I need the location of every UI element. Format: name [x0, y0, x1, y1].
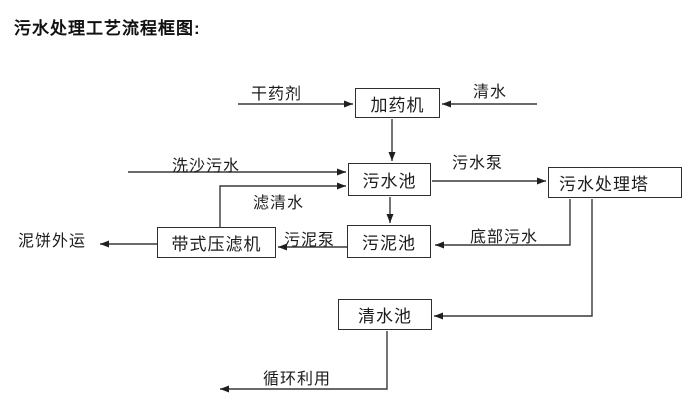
- node-belt-filter-press-label: 带式压滤机: [171, 235, 262, 254]
- edge-recycle-out: [220, 331, 388, 393]
- node-sewage-pool: 污水池: [348, 163, 431, 196]
- flow-label-sludge-pump: 污泥泵: [284, 232, 336, 249]
- edge-bottom-sewage-to-sludge-pool: [435, 199, 571, 249]
- flow-label-sand-wash-sewage: 洗沙污水: [172, 158, 241, 175]
- node-dosing-machine-label: 加药机: [370, 95, 425, 115]
- edge-tower-to-clean-pool: [434, 199, 593, 320]
- node-sewage-pool-label: 污水池: [362, 172, 417, 191]
- node-clean-water-pool: 清水池: [338, 299, 432, 330]
- node-belt-filter-press: 带式压滤机: [157, 227, 276, 258]
- flow-label-sewage-pump: 污水泵: [452, 155, 504, 172]
- flow-label-recycle-use: 循环利用: [263, 371, 332, 388]
- edge-filtered-water-to-sewage-pool: [219, 182, 346, 227]
- flow-label-mud-cake-out: 泥饼外运: [18, 233, 87, 250]
- node-dosing-machine: 加药机: [355, 88, 440, 118]
- node-treatment-tower: 污水处理塔: [548, 167, 682, 198]
- node-sludge-pool: 污泥池: [347, 225, 431, 258]
- flow-label-bottom-sewage: 底部污水: [470, 229, 539, 246]
- flow-label-clean-water: 清水: [473, 84, 508, 101]
- node-sludge-pool-label: 污泥池: [362, 234, 416, 253]
- diagram-title: 污水处理工艺流程框图:: [14, 19, 201, 38]
- flow-label-dry-agent: 干药剂: [251, 86, 303, 103]
- node-treatment-tower-label: 污水处理塔: [559, 175, 649, 194]
- node-clean-water-pool-label: 清水池: [358, 307, 412, 326]
- flow-label-filtered-water: 滤清水: [253, 195, 305, 212]
